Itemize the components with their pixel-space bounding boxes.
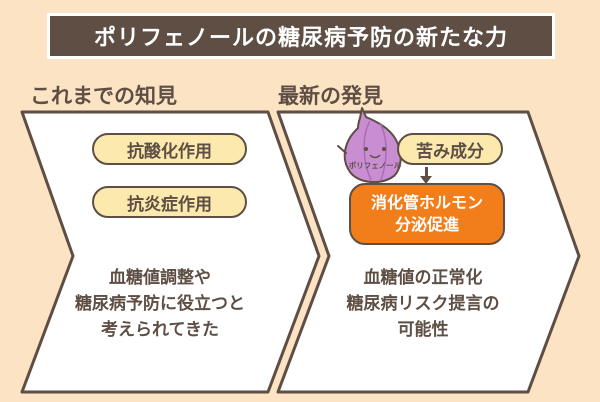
left-chevron-panel [20,110,321,394]
summary-line: 糖尿病予防に役立つと [75,294,245,314]
highlight-line: 消化管ホルモン [370,193,483,212]
section-heading-latest: 最新の発見 [278,84,383,108]
summary-latest: 血糖値の正常化 糖尿病リスク提言の 可能性 [303,265,543,343]
section-heading-previous: これまでの知見 [30,84,177,108]
pill-bitter-component: 苦み成分 [397,133,503,165]
summary-line: 血糖値調整や [109,268,211,288]
highlight-line: 分泌促進 [394,215,459,234]
arrow-down-icon [425,167,428,177]
hormone-secretion-box: 消化管ホルモン 分泌促進 [349,183,505,245]
mascot-label: ポリフェノール [349,160,402,170]
arrow-down-icon-head [420,176,432,184]
pill-antioxidant: 抗酸化作用 [92,133,247,165]
summary-line: 糖尿病リスク提言の [346,294,500,314]
page-title: ポリフェノールの糖尿病予防の新たな力 [47,13,555,59]
pill-anti-inflammatory: 抗炎症作用 [92,186,247,218]
summary-line: 考えられてきた [101,320,219,340]
summary-line: 可能性 [397,320,449,340]
summary-line: 血糖値の正常化 [363,268,483,288]
summary-previous: 血糖値調整や 糖尿病予防に役立つと 考えられてきた [40,265,280,343]
right-chevron-panel [276,110,581,394]
